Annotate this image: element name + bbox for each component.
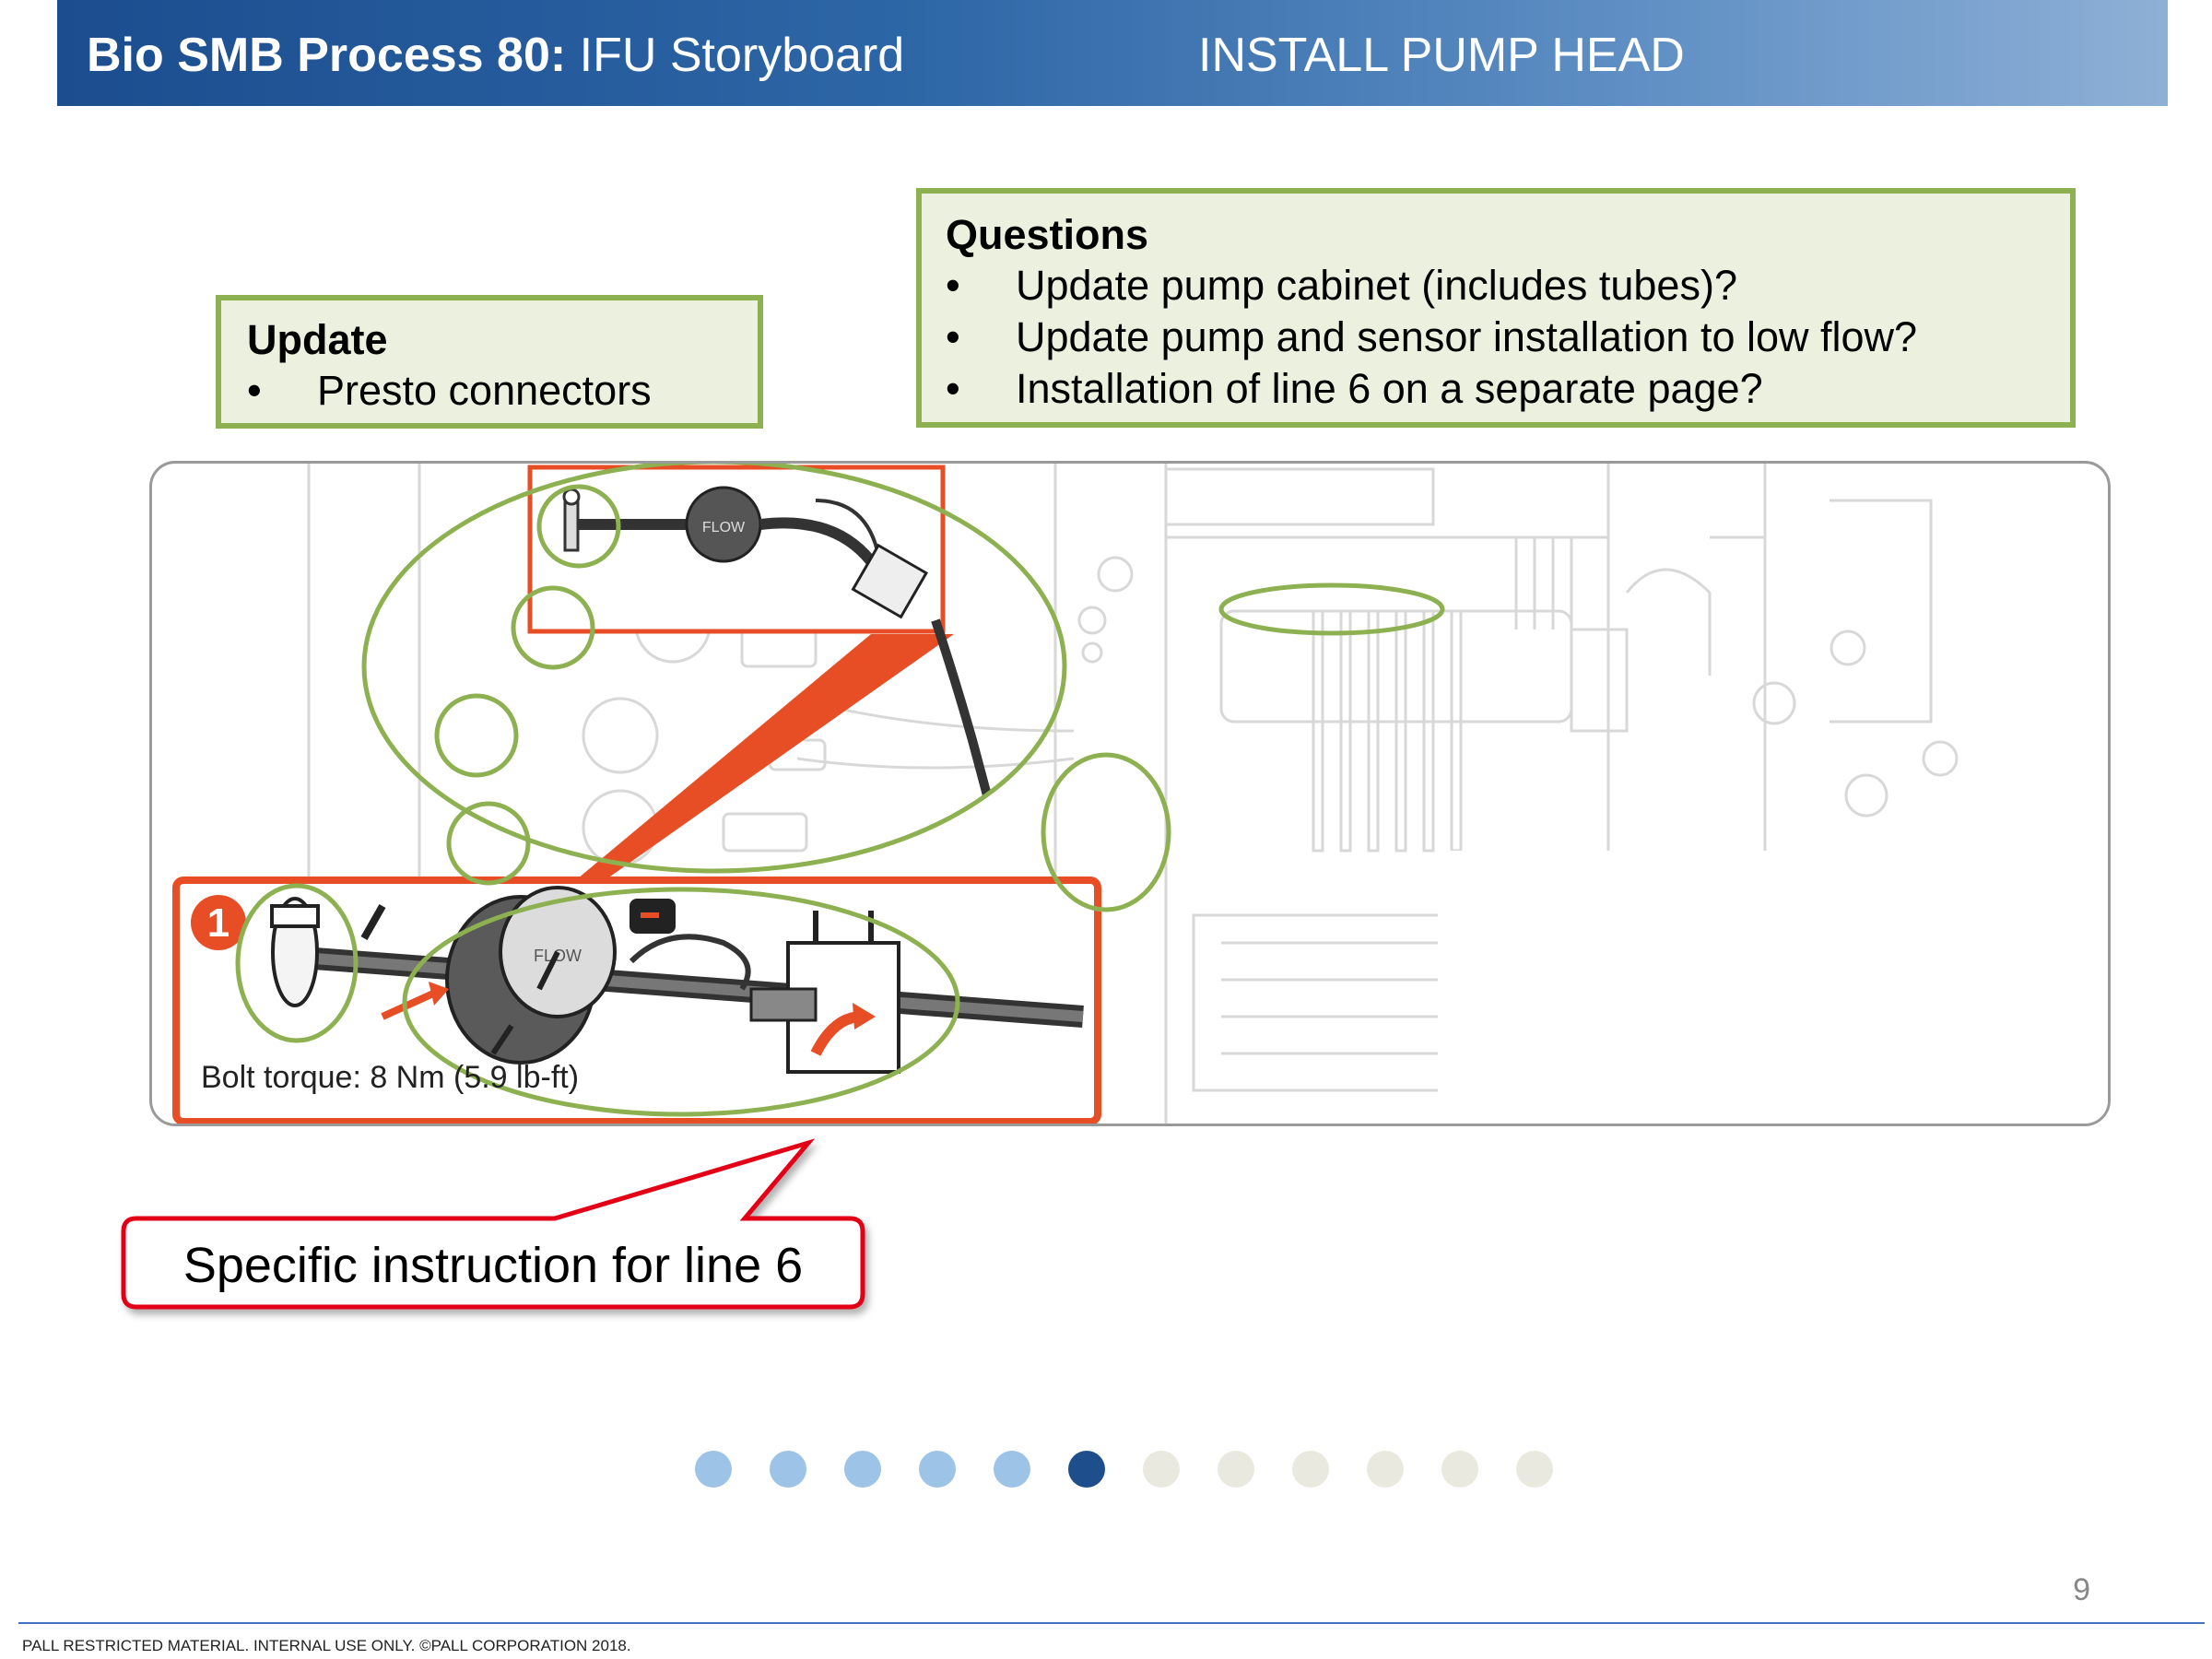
pagination-dot[interactable]	[1143, 1451, 1180, 1488]
bolt-torque-label: Bolt torque: 8 Nm (5.9 lb-ft)	[201, 1060, 580, 1095]
questions-heading: Questions	[946, 211, 1149, 258]
question-item-text: Installation of line 6 on a separate pag…	[1016, 365, 1763, 412]
title-rest: IFU Storyboard	[566, 29, 905, 82]
slide-title: Bio SMB Process 80: IFU Storyboard	[87, 28, 904, 83]
sensor-assembly-bottom: FLOW	[270, 886, 1084, 1074]
pump-installation-figure: FLOW FLOW	[149, 461, 2111, 1126]
question-item: • Update pump and sensor installation to …	[946, 312, 2070, 363]
pagination-dot[interactable]	[1441, 1451, 1478, 1488]
footer-divider	[18, 1622, 2205, 1624]
brand-mark: FLOW	[702, 520, 746, 535]
step-badge	[191, 895, 246, 950]
bullet: •	[946, 262, 960, 309]
pagination-dot[interactable]	[1292, 1451, 1329, 1488]
annotation-circle	[235, 883, 359, 1043]
page-number: 9	[2073, 1572, 2090, 1607]
question-item-text: Update pump and sensor installation to l…	[1016, 313, 1918, 360]
annotation-ellipse-connectors	[1218, 582, 1445, 636]
footer-notice: PALL RESTRICTED MATERIAL. INTERNAL USE O…	[22, 1637, 631, 1654]
annotation-circle	[434, 693, 519, 778]
blank-panel	[1438, 851, 2108, 1124]
pagination-dot[interactable]	[1516, 1451, 1553, 1488]
questions-note: Questions • Update pump cabinet (includes…	[916, 188, 2076, 428]
pagination-dot[interactable]	[1218, 1451, 1254, 1488]
title-bold: Bio SMB Process 80:	[87, 29, 567, 82]
pagination-dot[interactable]	[770, 1451, 806, 1488]
questions-list: • Update pump cabinet (includes tubes)? •…	[946, 260, 2070, 415]
bullet: •	[946, 313, 960, 360]
pagination-dot[interactable]	[844, 1451, 881, 1488]
bullet: •	[247, 367, 262, 414]
header-bar: Bio SMB Process 80: IFU Storyboard INSTA…	[57, 0, 2168, 106]
annotation-ellipse-large	[361, 464, 1067, 874]
annotation-circle	[536, 484, 621, 569]
pagination-dot[interactable]	[1367, 1451, 1404, 1488]
update-list: • Presto connectors	[247, 365, 758, 417]
question-item: • Installation of line 6 on a separate pa…	[946, 363, 2070, 415]
step-number: 1	[207, 900, 229, 946]
pagination-dot[interactable]	[994, 1451, 1030, 1488]
section-title: INSTALL PUMP HEAD	[1198, 29, 1685, 82]
bullet: •	[946, 365, 960, 412]
update-item-text: Presto connectors	[317, 367, 652, 414]
annotation-ellipse-bottom	[402, 887, 960, 1117]
sensor-assembly-top: FLOW	[562, 486, 992, 797]
question-item-text: Update pump cabinet (includes tubes)?	[1016, 262, 1737, 309]
annotation-circle	[1041, 752, 1171, 912]
update-note: Update • Presto connectors	[216, 295, 763, 429]
technical-drawing: FLOW FLOW	[172, 464, 2108, 1124]
pagination-dot[interactable]	[919, 1451, 956, 1488]
annotation-circle	[446, 801, 531, 886]
pagination-dots	[695, 1451, 1561, 1491]
annotation-circles	[235, 464, 1445, 1117]
pagination-dot[interactable]	[695, 1451, 732, 1488]
annotation-circle	[511, 585, 595, 670]
update-heading: Update	[247, 316, 388, 363]
line6-callout: Specific instruction for line 6	[182, 1238, 804, 1293]
question-item: • Update pump cabinet (includes tubes)?	[946, 260, 2070, 312]
pagination-dot-current[interactable]	[1068, 1451, 1105, 1488]
update-item: • Presto connectors	[247, 365, 758, 417]
detail-wedge	[567, 634, 954, 888]
